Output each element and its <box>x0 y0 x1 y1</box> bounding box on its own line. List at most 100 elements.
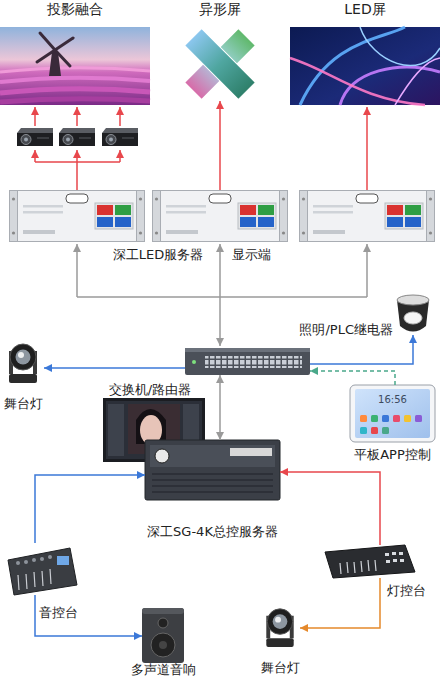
projection-image <box>0 78 150 82</box>
speaker-device <box>142 608 184 614</box>
master-server-device <box>152 473 273 475</box>
master-server-device <box>150 445 275 467</box>
led-screen-image <box>360 27 440 66</box>
node-label: 照明/PLC继电器 <box>283 322 393 338</box>
tablet-device <box>382 415 389 422</box>
lighting-console: 灯控台 <box>325 545 415 578</box>
projection-image <box>0 99 150 102</box>
led-screen-image <box>300 27 405 105</box>
text-label: 深工LED服务器 <box>103 247 213 263</box>
lighting-console-device <box>361 561 362 572</box>
video-wire <box>76 150 78 162</box>
lighting-console-device <box>393 559 397 562</box>
downlight-icon <box>397 295 429 332</box>
tablet-device <box>415 415 422 422</box>
monitor <box>136 409 166 444</box>
lighting-console-device <box>354 562 355 573</box>
audio-mixer-device <box>16 555 52 565</box>
audio-mixer-device <box>8 548 77 595</box>
master-server-device <box>145 440 280 500</box>
tablet-device <box>371 415 378 422</box>
video-wire <box>366 107 368 190</box>
connector-arrow <box>44 367 185 369</box>
audio-mixer-device <box>32 558 36 562</box>
tablet-device <box>404 415 411 422</box>
video-wire <box>34 150 36 162</box>
connector-arrow <box>35 475 145 543</box>
node-label: 交换机/路由器 <box>95 382 205 398</box>
tablet-device <box>360 427 367 434</box>
lighting-console-device <box>368 560 369 571</box>
node-label: 音控台 <box>39 605 89 621</box>
lighting-console-device <box>385 553 389 556</box>
video-wire <box>34 107 36 126</box>
video-wire <box>35 162 120 190</box>
audio-mixer-device <box>16 561 20 565</box>
projection-image <box>55 50 70 66</box>
master-server-device <box>152 485 273 487</box>
connector-arrow <box>35 595 142 636</box>
lighting-console-device <box>385 552 404 563</box>
video-wire <box>119 150 121 162</box>
network-wire <box>77 296 367 298</box>
video-wire <box>76 107 78 126</box>
audio-mixer-device <box>50 569 51 584</box>
led-server <box>153 191 288 242</box>
video-wire <box>35 101 367 190</box>
audio-mixer-device <box>18 575 19 590</box>
lighting-console-device <box>400 559 404 562</box>
node-label: 多声道音响 <box>112 662 214 678</box>
stage-light-icon <box>9 344 294 647</box>
stage-light-icon <box>9 344 37 383</box>
node-label: 舞台灯 <box>0 396 54 412</box>
audio-mixer-device <box>8 548 77 595</box>
master-server-device <box>230 448 272 456</box>
audio-mixer-device <box>48 555 52 559</box>
switch-device <box>185 348 310 352</box>
node-label: LED屏 <box>290 1 440 17</box>
projection-image <box>37 33 73 66</box>
projection-image <box>37 50 55 62</box>
speaker-device <box>159 641 167 649</box>
led-screen-image <box>290 27 440 105</box>
shaped-screen-image <box>185 29 256 100</box>
projection-image <box>40 33 55 50</box>
text-label: 16:56 <box>355 392 430 408</box>
switch-device <box>192 360 196 364</box>
tablet-device <box>350 385 435 442</box>
tablet-device <box>382 427 389 434</box>
speaker: 多声道音响 <box>142 608 184 663</box>
lighting-console-device <box>386 560 390 563</box>
switch-device <box>185 348 310 375</box>
master-server-device <box>152 491 273 493</box>
node-label: 平板APP控制 <box>340 447 440 463</box>
shaped-screen-image <box>185 29 256 100</box>
tablet-device <box>371 427 378 434</box>
audio-mixer-device <box>40 557 44 561</box>
projection-image <box>0 27 150 105</box>
lighting-console-device <box>347 562 348 573</box>
shaped-screen-image <box>185 29 256 100</box>
projection-image <box>0 68 150 72</box>
projection-image <box>0 89 150 93</box>
master-server-device <box>155 449 169 463</box>
speaker-device <box>158 618 168 628</box>
downlight-icon <box>404 312 422 324</box>
monitor <box>108 404 124 456</box>
lighting-console-device <box>399 552 403 555</box>
screen-image: 投影融合 <box>0 27 150 105</box>
tablet-app: 平板APP控制 <box>350 385 435 442</box>
connector-arrow <box>310 335 413 364</box>
node-label: 投影融合 <box>0 1 150 17</box>
audio-mixer-device <box>18 569 51 590</box>
master-server-device <box>152 474 273 492</box>
projection-image <box>0 27 150 105</box>
network-wire <box>219 244 221 297</box>
tablet-device <box>355 389 430 438</box>
projector <box>59 128 95 146</box>
switch-device <box>185 348 310 375</box>
projector <box>17 128 53 146</box>
